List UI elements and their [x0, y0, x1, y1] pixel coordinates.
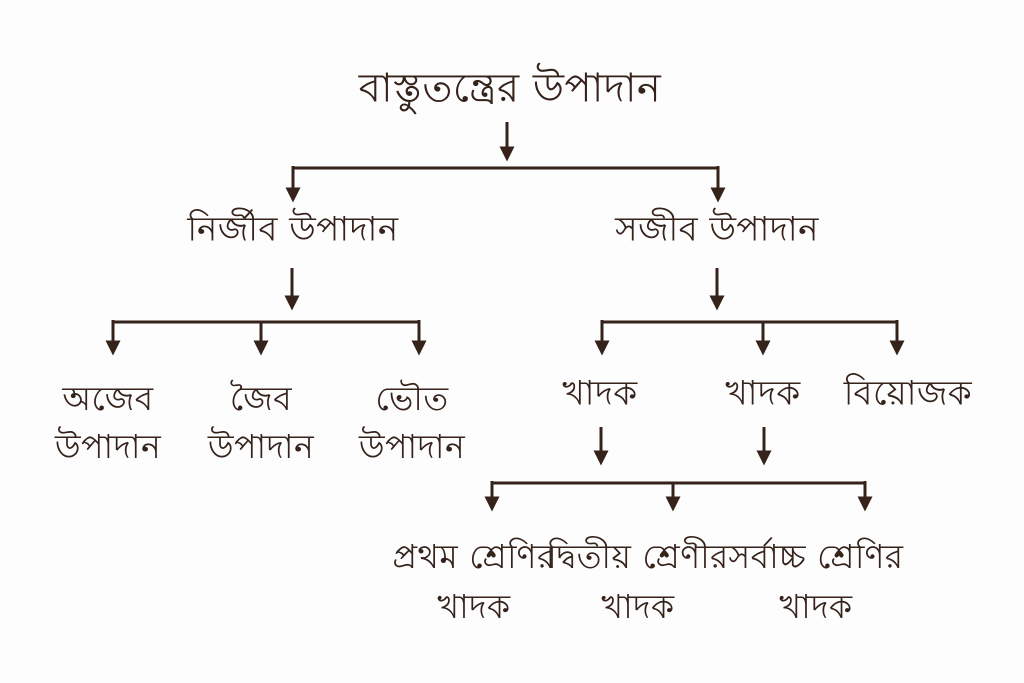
node-second-order-consumer: দ্বিতীয় শ্রেণীর খাদক: [547, 532, 729, 632]
node-label-line: দ্বিতীয় শ্রেণীর: [547, 537, 729, 576]
node-label-line: উপাদান: [358, 427, 466, 466]
node-organic-component: জৈব উপাদান: [208, 375, 314, 471]
node-biotic-components: সজীব উপাদান: [615, 209, 819, 250]
node-label-line: প্রথম শ্রেণির: [392, 537, 556, 576]
node-abiotic-components: নির্জীব উপাদান: [187, 209, 399, 250]
node-first-order-consumer: প্রথম শ্রেণির খাদক: [392, 532, 555, 632]
node-label-line: খাদক: [779, 587, 853, 626]
node-top-order-consumer: সর্বাচ্চ শ্রেণির খাদক: [728, 532, 903, 632]
node-label-line: সর্বাচ্চ শ্রেণির: [728, 537, 904, 576]
node-label-line: উপাদান: [207, 427, 315, 466]
node-label-line: অজেব: [62, 379, 154, 418]
node-root-title: বাস্তুতন্ত্রের উপাদান: [358, 65, 662, 112]
node-label-line: ভৌত: [375, 379, 449, 418]
node-consumer-1: খাদক: [562, 373, 638, 414]
node-inorganic-component: অজেব উপাদান: [55, 375, 161, 471]
node-label-line: খাদক: [437, 587, 511, 626]
node-physical-component: ভৌত উপাদান: [359, 375, 465, 471]
node-label-line: উপাদান: [54, 427, 162, 466]
node-label-line: খাদক: [601, 587, 675, 626]
node-decomposer: বিয়োজক: [843, 373, 973, 414]
node-consumer-2: খাদক: [725, 373, 801, 414]
node-label-line: জৈব: [229, 379, 293, 418]
